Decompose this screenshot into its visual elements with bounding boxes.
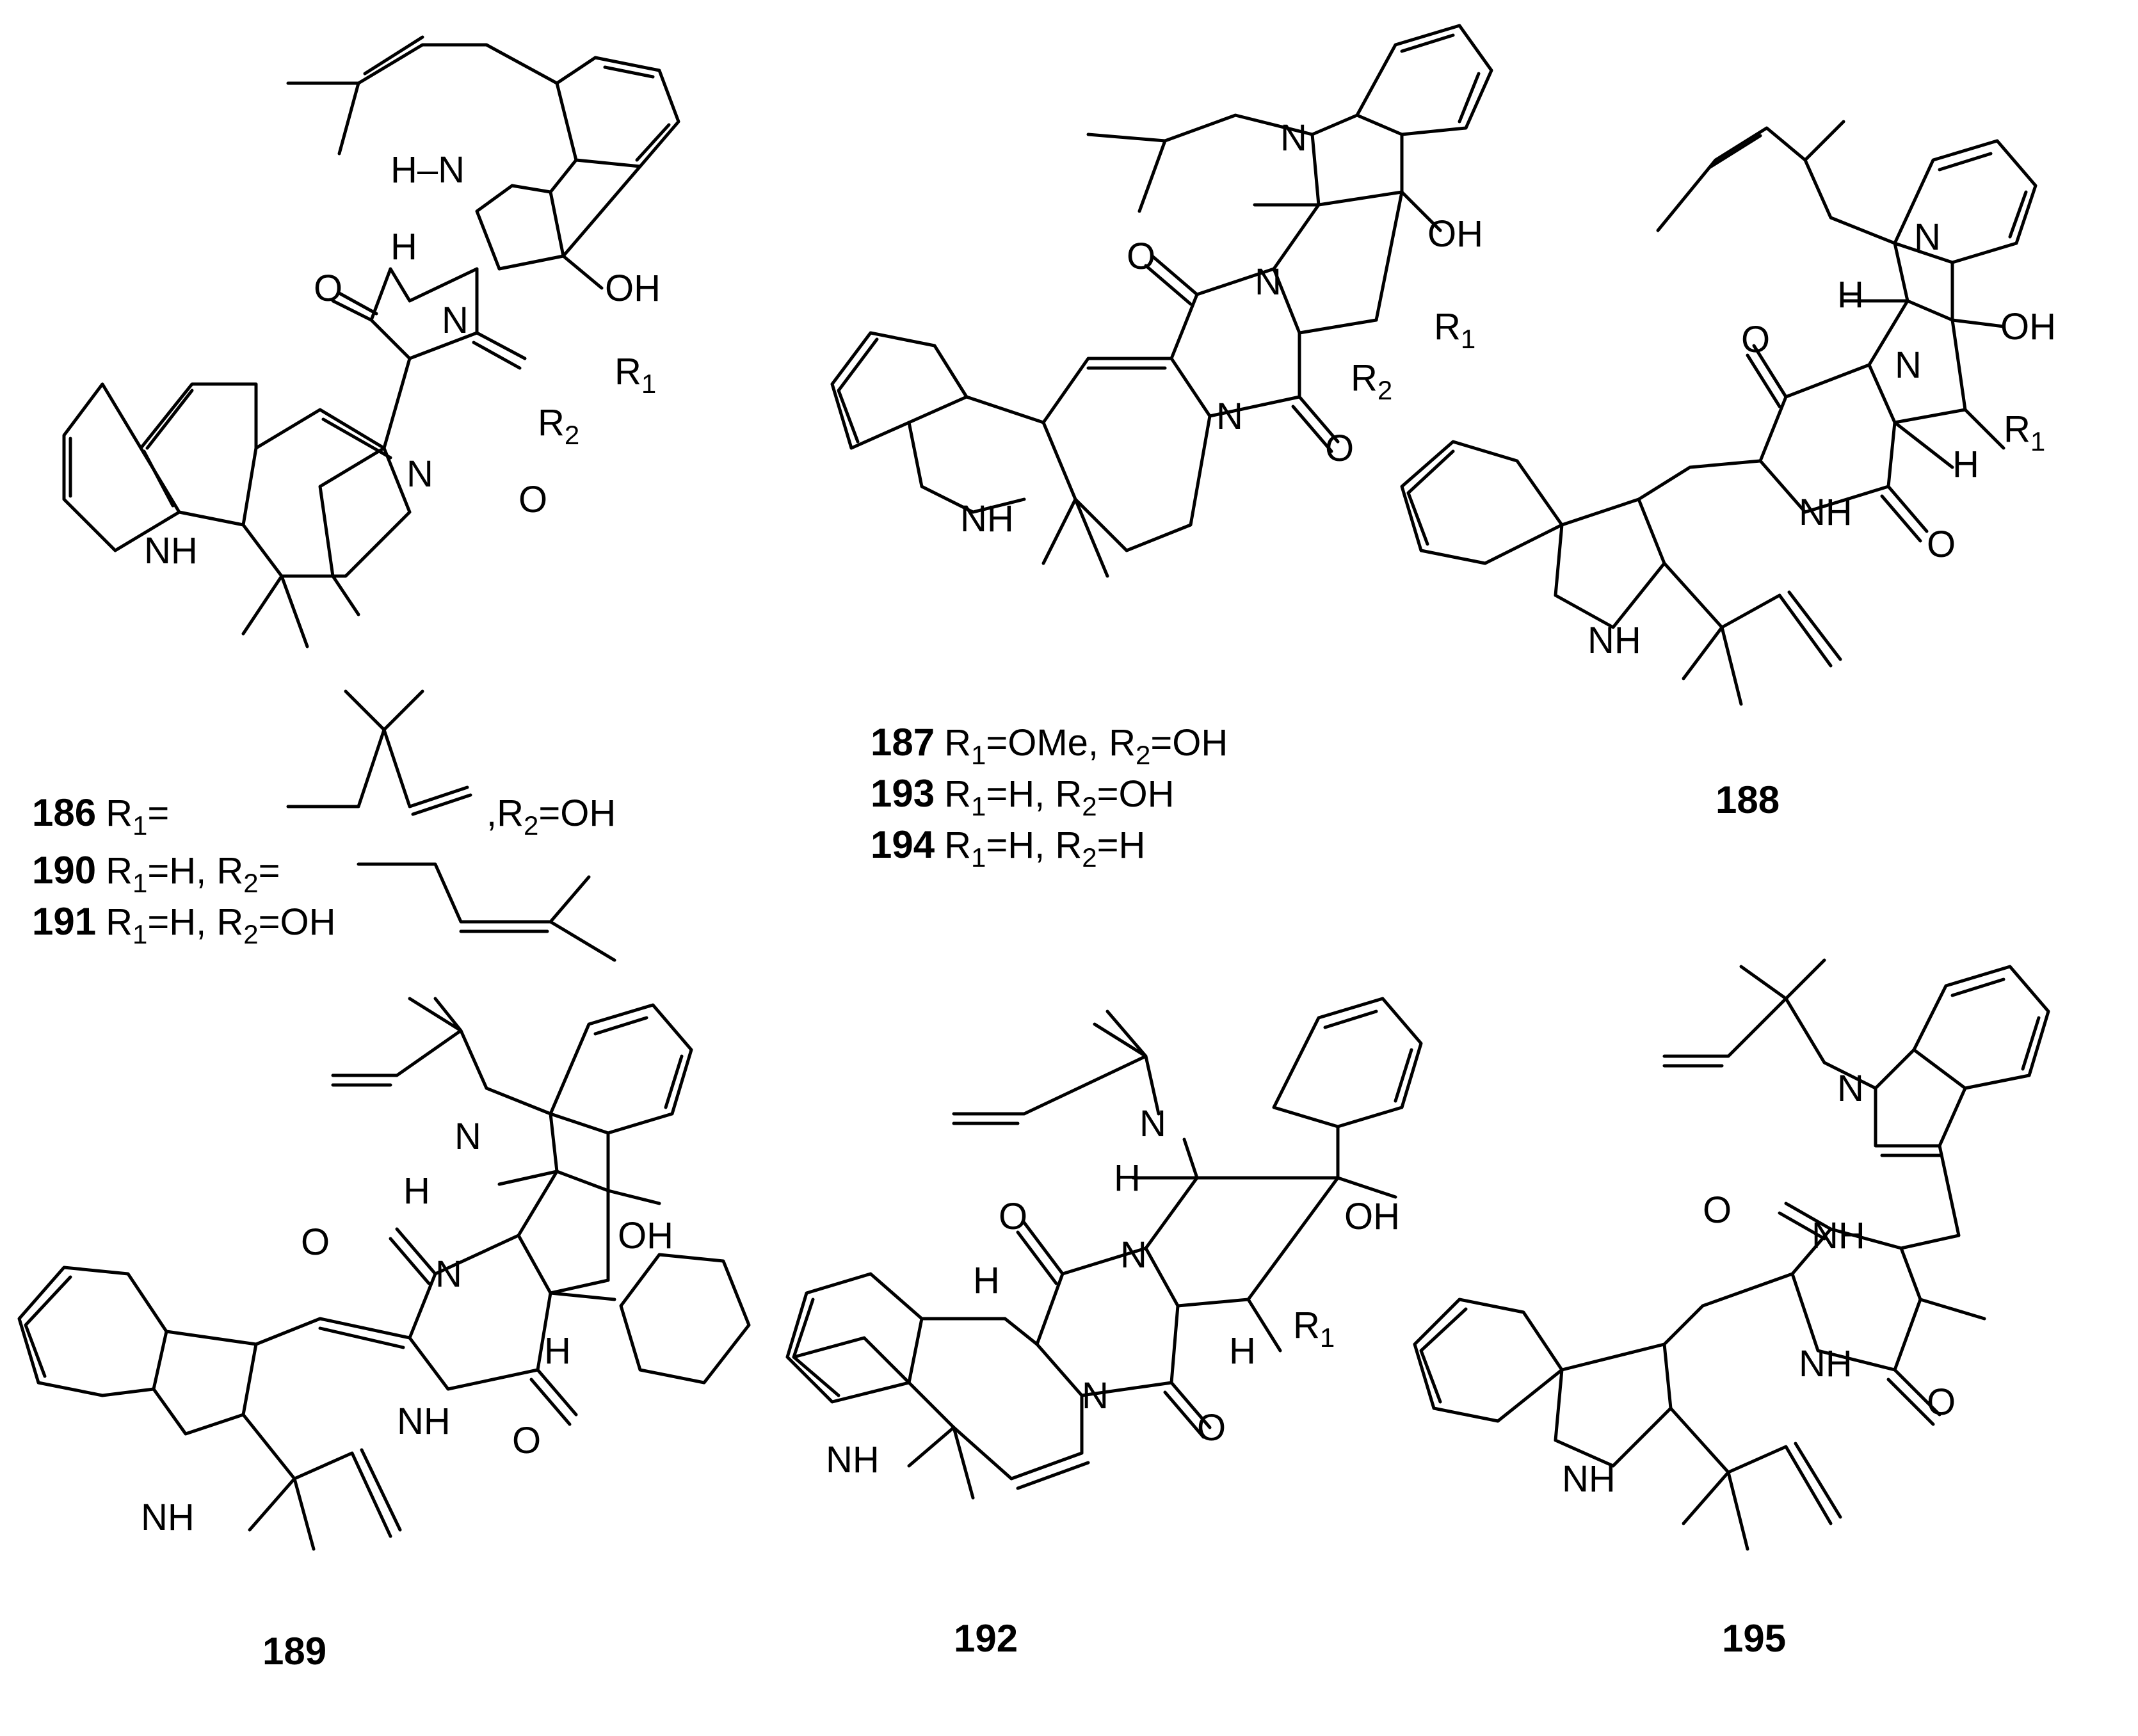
structure-186 (62, 35, 680, 648)
atom-n1-187: N (1280, 117, 1307, 159)
atom-o2-192: O (1197, 1407, 1226, 1449)
label-189: 189 (262, 1630, 326, 1673)
atom-h2-192: H (973, 1260, 1000, 1301)
atom-nh-186: NH (144, 530, 198, 572)
atom-hn-186: H–N (390, 149, 465, 191)
atom-h1-189: H (403, 1170, 430, 1212)
atom-nh2-188: NH (1587, 620, 1641, 661)
atom-h-186: H (390, 226, 417, 268)
atom-n2-187: N (1255, 261, 1282, 303)
atom-r1-187: R1 (1434, 306, 1475, 354)
atom-o1-189: O (301, 1221, 330, 1263)
structure-192 (619, 997, 1423, 1500)
structure-188 (1400, 120, 2038, 706)
atom-r1-192: R1 (1293, 1305, 1335, 1353)
atom-nh3-195: NH (1562, 1458, 1616, 1500)
atom-n2-188: N (1895, 344, 1922, 386)
caption-186-r2: ,R2=OH (486, 792, 616, 840)
atom-o2-186: O (518, 479, 547, 520)
atom-n1-195: N (1837, 1068, 1864, 1109)
atom-oh-189: OH (618, 1215, 673, 1257)
atom-o1-188: O (1741, 319, 1770, 360)
atom-r1-188: R1 (2004, 408, 2045, 456)
atom-oh-188: OH (2000, 306, 2056, 348)
structure-195 (1413, 958, 2050, 1551)
atom-n3-192: N (1082, 1375, 1109, 1417)
atom-o2-188: O (1927, 524, 1956, 565)
atom-o2-195: O (1927, 1381, 1956, 1423)
structure-189 (17, 997, 693, 1551)
atom-nh-187: NH (960, 498, 1014, 540)
atom-r2-187: R2 (1351, 357, 1392, 405)
atom-n1-188: N (1914, 216, 1941, 258)
label-188: 188 (1716, 778, 1780, 821)
structure-187 (830, 24, 1493, 578)
atom-nh2-189: NH (141, 1497, 195, 1538)
atom-o2-187: O (1325, 428, 1354, 469)
atom-oh-186: OH (605, 268, 661, 309)
label-195: 195 (1722, 1617, 1786, 1660)
atom-n2-192: N (1120, 1234, 1147, 1276)
atom-n1-192: N (1139, 1103, 1166, 1145)
atom-r2-186: R2 (538, 402, 579, 450)
atom-nh-189: NH (397, 1401, 451, 1442)
atom-nh1-195: NH (1812, 1215, 1865, 1257)
atom-nh2-195: NH (1799, 1343, 1853, 1385)
atom-n3-187: N (1216, 396, 1243, 437)
atom-h3-192: H (1229, 1330, 1256, 1372)
atom-oh-187: OH (1427, 213, 1483, 255)
atom-o1-187: O (1127, 236, 1155, 277)
substituent-190 (357, 862, 616, 962)
atom-o2-189: O (512, 1420, 541, 1461)
atom-n-186: N (442, 300, 469, 341)
atom-h2-188: H (1952, 444, 1979, 485)
substituent-186 (286, 689, 472, 816)
atom-n2-189: N (435, 1253, 462, 1295)
atom-o1-195: O (1703, 1189, 1732, 1231)
atom-h1-192: H (1114, 1157, 1141, 1199)
atom-nh-188: NH (1799, 492, 1853, 533)
atom-n1-189: N (454, 1116, 481, 1157)
atom-o1-186: O (314, 268, 342, 309)
atom-n2-186: N (406, 453, 433, 495)
atom-h1-188: H (1837, 274, 1864, 316)
atom-h2-189: H (544, 1330, 571, 1372)
atom-o1-192: O (999, 1196, 1027, 1237)
atom-oh-192: OH (1344, 1196, 1400, 1237)
atom-nh-192: NH (826, 1439, 880, 1481)
label-192: 192 (954, 1617, 1018, 1660)
atom-r1-186: R1 (615, 351, 656, 399)
